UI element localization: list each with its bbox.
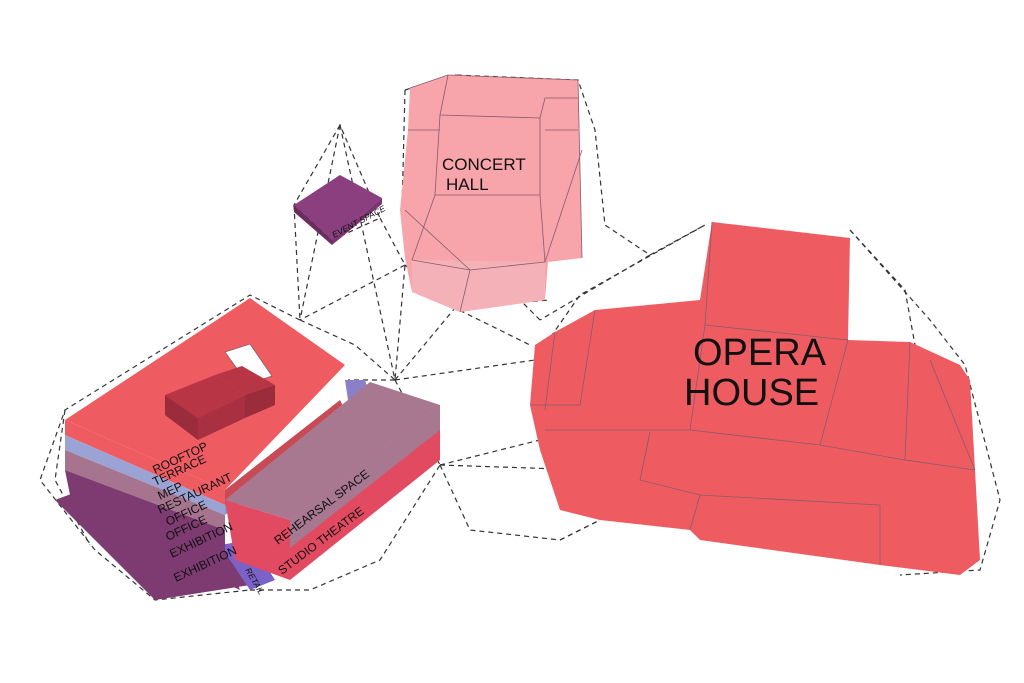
opera-house-block: OPERA HOUSE	[530, 221, 980, 575]
concert-hall-label-line2: HALL	[446, 175, 489, 194]
concert-hall-label-line1: CONCERT	[442, 155, 526, 174]
opera-house-label-line1: OPERA	[693, 332, 827, 374]
event-space-block: EVENT SPACE	[294, 175, 387, 245]
concert-hall-block: CONCERT HALL	[400, 74, 583, 313]
mixed-use-building: ROOFTOP TERRACE MEP RESTAURANT OFFICE OF…	[55, 298, 440, 600]
opera-house-label-line2: HOUSE	[684, 372, 819, 414]
